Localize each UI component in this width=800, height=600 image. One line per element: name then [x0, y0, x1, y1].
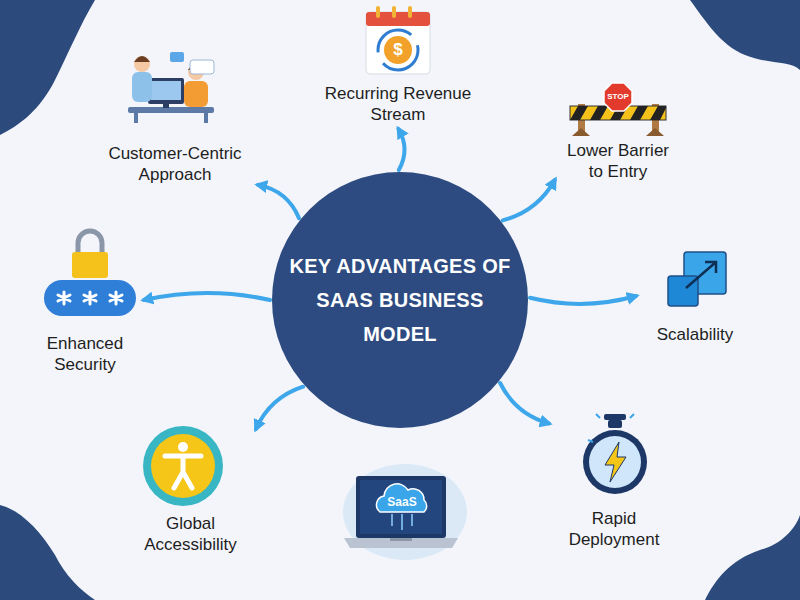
calendar-icon-part — [392, 6, 396, 18]
security-icon-part — [44, 280, 136, 316]
curved-arrow — [500, 383, 549, 424]
customer-icon-part — [184, 81, 208, 107]
corner-blobs-part — [705, 515, 800, 600]
security-icon-part-part — [110, 292, 122, 304]
curved-arrow — [399, 129, 405, 170]
hub-circle: KEY ADVANTAGES OF SAAS BUSINESS MODEL — [272, 172, 528, 428]
curved-arrow — [144, 293, 270, 300]
benefit-label: Enhanced Security — [30, 333, 140, 375]
customer-icon-part — [128, 107, 214, 113]
benefit-label: Customer-Centric Approach — [95, 143, 255, 185]
scalability-icon-part — [686, 262, 716, 288]
stopwatch-icon-part — [583, 430, 647, 494]
scalability-icon — [668, 252, 726, 306]
calendar-icon-part — [366, 12, 430, 26]
security-icon-part — [78, 231, 102, 254]
benefit-item: Rapid Deployment — [552, 405, 676, 550]
customer-icon — [128, 52, 214, 123]
corner-blobs-part — [0, 505, 95, 600]
laptop-icon-part — [356, 476, 446, 538]
benefit-label: Lower Barrier to Entry — [558, 140, 678, 182]
benefit-item: Global Accessibility — [128, 420, 253, 555]
customer-icon-part — [148, 78, 184, 104]
customer-icon-part — [151, 81, 181, 100]
benefit-label: Global Accessibility — [128, 513, 253, 555]
benefit-label: Recurring Revenue Stream — [318, 83, 478, 125]
barrier-icon-part — [646, 128, 664, 136]
hub-title: KEY ADVANTAGES OF SAAS BUSINESS MODEL — [285, 249, 515, 351]
stopwatch-icon-part — [605, 442, 626, 482]
accessibility-icon — [143, 426, 223, 506]
laptop-icon-part — [343, 464, 467, 560]
corner-blobs-part — [690, 0, 800, 70]
benefit-label: Scalability — [657, 324, 734, 345]
security-icon — [44, 231, 136, 316]
accessibility-icon-part — [143, 426, 223, 506]
customer-icon-part — [134, 56, 150, 62]
laptop-icon-part — [344, 538, 458, 548]
icon-label: $ — [358, 40, 438, 60]
barrier-icon — [570, 83, 666, 136]
customer-icon-part — [134, 56, 150, 72]
corner-blobs-part — [0, 0, 95, 135]
benefit-item: Customer-Centric Approach — [95, 50, 255, 185]
barrier-icon-part — [572, 128, 590, 136]
benefit-label: Rapid Deployment — [552, 508, 676, 550]
calendar-icon-part — [408, 6, 412, 18]
customer-icon-part — [204, 113, 208, 123]
stopwatch-icon — [583, 414, 647, 494]
laptop-icon-part — [390, 538, 412, 541]
benefit-item: Scalability — [640, 245, 750, 345]
accessibility-icon-part — [165, 456, 201, 488]
curved-arrow — [530, 296, 636, 304]
customer-icon-part — [132, 72, 152, 102]
security-icon-part — [72, 252, 108, 278]
curved-arrow — [503, 180, 555, 220]
laptop-icon — [343, 464, 467, 560]
stopwatch-icon-part — [588, 414, 634, 442]
calendar-icon-part — [376, 6, 380, 18]
security-icon-part — [58, 292, 122, 304]
security-icon-part-part — [84, 292, 96, 304]
benefit-item: Enhanced Security — [30, 225, 140, 375]
security-icon-part-part — [58, 292, 70, 304]
accessibility-icon-part — [178, 442, 188, 452]
customer-icon-part — [190, 60, 214, 74]
stopwatch-icon-part — [608, 420, 622, 428]
customer-icon-part — [163, 104, 169, 108]
accessibility-icon-part — [151, 434, 215, 498]
laptop-icon-part — [360, 480, 442, 534]
customer-icon-part — [170, 52, 184, 62]
curved-arrow — [258, 185, 299, 218]
laptop-icon-part — [392, 514, 412, 530]
stopwatch-icon-part — [604, 414, 626, 420]
icon-label: SaaS — [362, 495, 442, 509]
stopwatch-icon-part — [589, 436, 641, 488]
curved-arrow — [256, 387, 303, 429]
icon-label: STOP — [578, 92, 658, 102]
customer-icon-part — [134, 113, 138, 123]
